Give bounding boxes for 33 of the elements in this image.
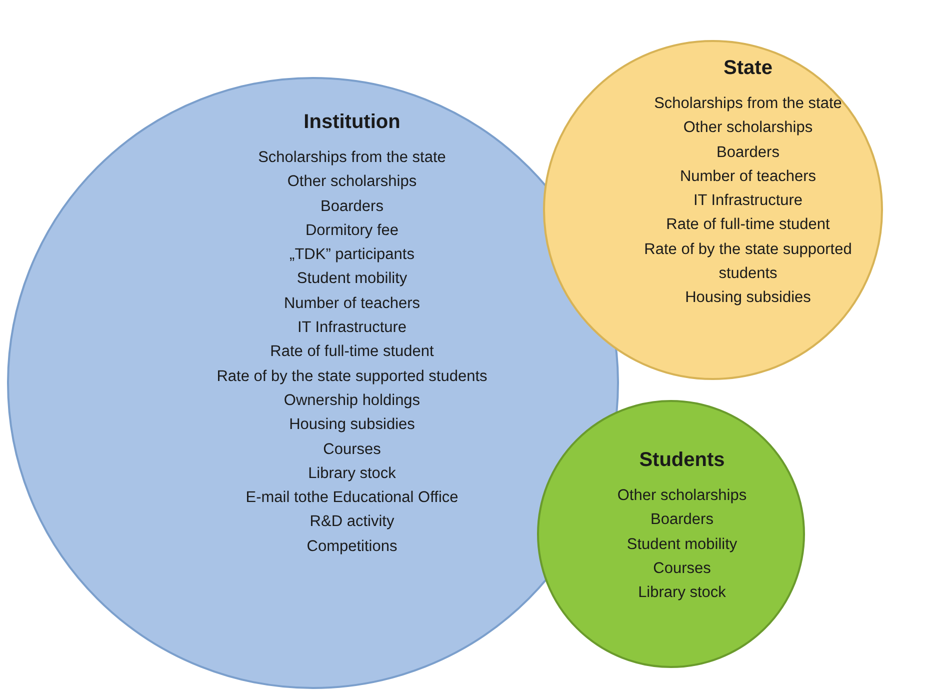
list-item: Scholarships from the state [258,148,446,168]
list-item: IT Infrastructure [693,191,803,212]
list-item: Number of teachers [680,166,816,187]
circle-heading: State [724,56,772,81]
list-item: Competitions [306,536,398,557]
list-item: Boarders [716,142,780,163]
list-item: Housing subsidies [685,288,811,308]
list-item: Rate of full-time student [666,215,830,236]
list-item: Dormitory fee [305,220,399,241]
circle-heading: Institution [304,110,400,135]
list-item: Other scholarships [683,118,813,138]
list-item: „TDK” participants [290,245,414,266]
list-item: Housing subsidies [289,415,415,436]
circle-heading: Students [639,448,725,473]
list-item: Rate of full-time student [270,342,434,362]
list-item: Boarders [650,510,714,530]
list-item: Library stock [638,583,726,604]
list-item: E-mail tothe Educational Office [246,488,458,508]
list-item: Number of teachers [284,294,420,314]
list-item: Courses [323,440,381,460]
list-item: R&D activity [310,512,394,532]
list-item: Courses [653,558,711,579]
list-item: Student mobility [296,269,408,290]
list-item: Other scholarships [617,486,747,506]
list-item: Student mobility [626,534,738,555]
list-item: Boarders [320,196,384,217]
list-item: Library stock [308,464,396,484]
list-item: IT Infrastructure [297,318,407,338]
list-item: Scholarships from the state [654,94,842,114]
list-item: Rate of by the state supported students [643,240,853,284]
list-item: Rate of by the state supported students [216,366,488,387]
list-item: Other scholarships [287,172,417,192]
list-item: Ownership holdings [284,390,420,411]
